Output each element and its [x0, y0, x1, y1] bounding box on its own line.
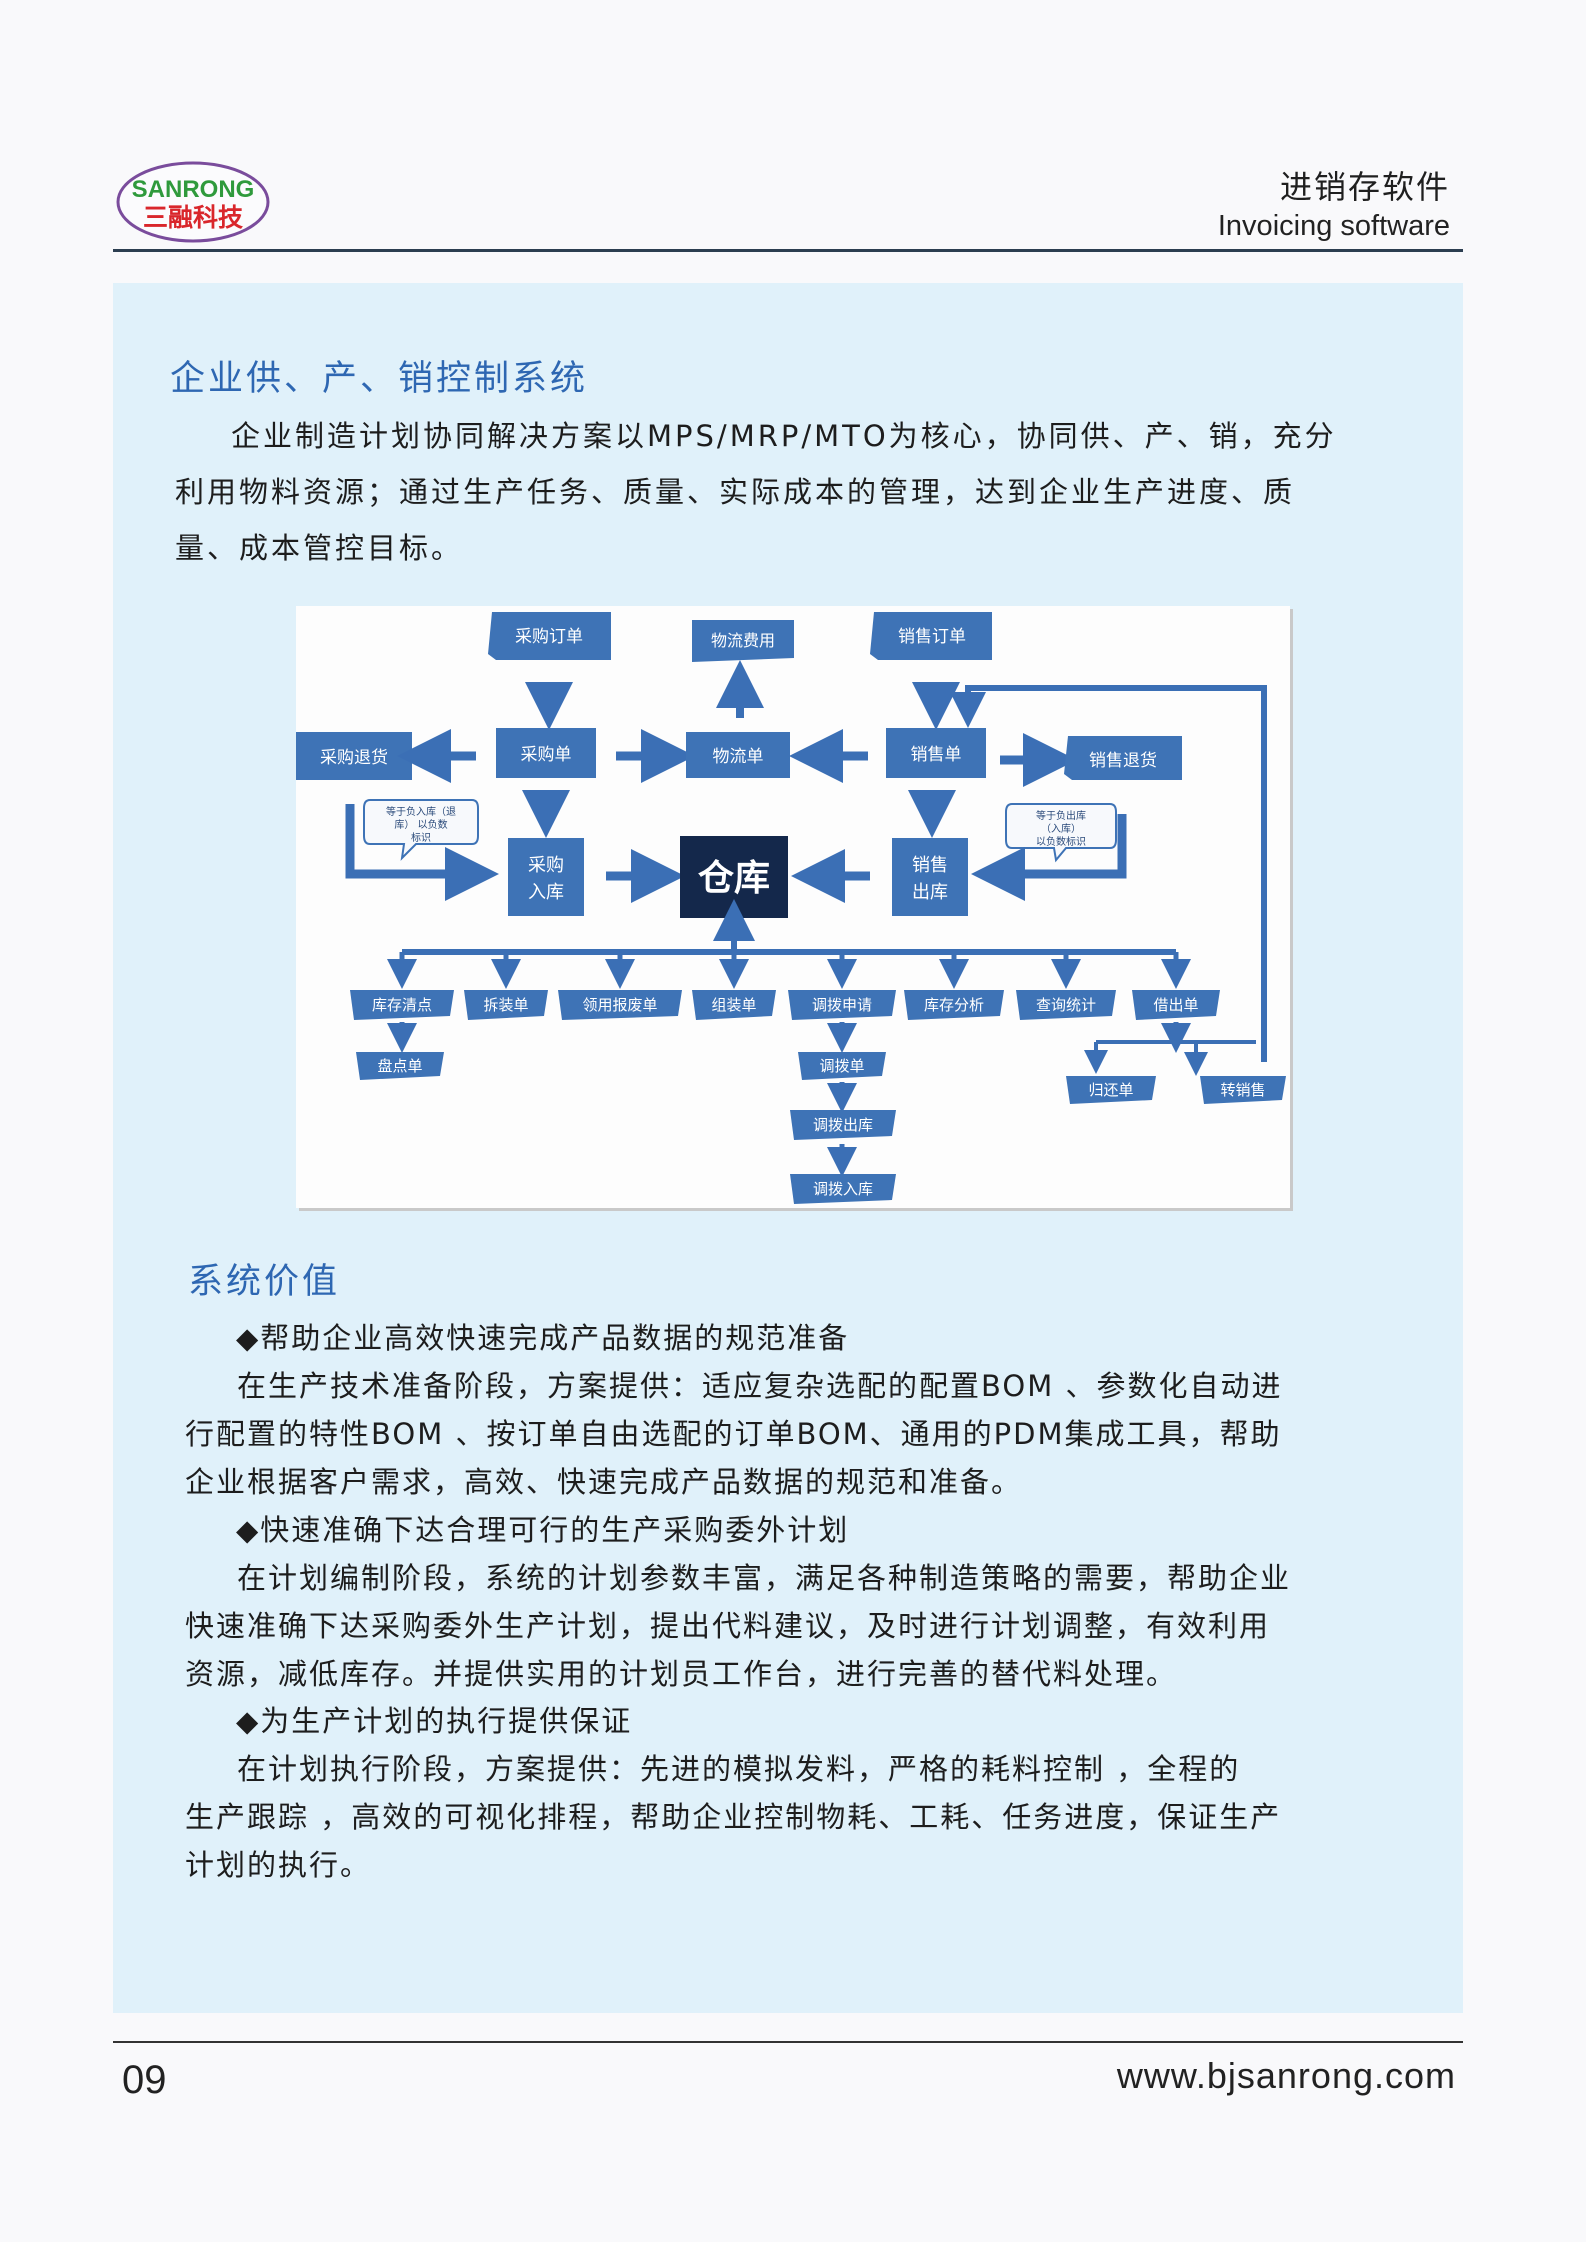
svg-text:出库: 出库 — [912, 882, 948, 903]
header-title-cn: 进销存软件 — [1279, 168, 1450, 206]
svg-text:领用报废单: 领用报废单 — [582, 996, 657, 1014]
svg-text:盘点单: 盘点单 — [377, 1057, 422, 1075]
svg-text:采购订单: 采购订单 — [515, 627, 583, 647]
header-title-en: Invoicing software — [1217, 210, 1450, 242]
svg-text:采购单: 采购单 — [521, 745, 572, 765]
svg-text:组装单: 组装单 — [711, 996, 756, 1014]
svg-text:标识: 标识 — [411, 832, 431, 844]
node-requisition-scrap: 领用报废单 — [558, 990, 682, 1020]
value-item-1-body: 在生产技术准备阶段，方案提供：适应复杂选配的配置BOM 、参数化自动进 行配置的… — [185, 1362, 1375, 1506]
value-item-2-line-3: 资源，减低库存。并提供实用的计划员工作台，进行完善的替代料处理。 — [185, 1657, 1178, 1691]
node-sales-slip: 销售单 — [886, 728, 986, 778]
node-sales-order: 销售订单 — [870, 612, 992, 660]
value-item-3-body: 在计划执行阶段，方案提供：先进的模拟发料，严格的耗料控制 ，全程的 生产跟踪 ，… — [185, 1745, 1375, 1889]
node-logistics-fee: 物流费用 — [692, 620, 794, 662]
node-transfer-slip: 调拨单 — [798, 1052, 886, 1080]
value-item-2-line-2: 快速准确下达采购委外生产计划，提出代料建议，及时进行计划调整，有效利用 — [185, 1609, 1271, 1643]
node-inventory-analysis: 库存分析 — [904, 990, 1004, 1020]
value-item-2-heading: ◆快速准确下达合理可行的生产采购委外计划 — [236, 1513, 850, 1547]
sanrong-logo: SANRONG 三融科技 — [116, 161, 270, 243]
svg-text:销售退货: 销售退货 — [1089, 751, 1157, 771]
svg-text:销售: 销售 — [912, 855, 948, 876]
header-divider — [113, 249, 1463, 252]
node-query-stats: 查询统计 — [1016, 990, 1116, 1020]
svg-text:等于负出库: 等于负出库 — [1036, 809, 1086, 822]
svg-text:采购: 采购 — [528, 855, 564, 876]
svg-text:调拨出库: 调拨出库 — [813, 1116, 873, 1134]
warehouse-flow-diagram: 采购订单 物流费用 销售订单 采购退货 采购单 物流单 销售单 销售退货 — [296, 606, 1290, 1208]
svg-text:调拨申请: 调拨申请 — [812, 996, 872, 1014]
section1-line-2: 利用物料资源；通过生产任务、质量、实际成本的管理，达到企业生产进度、质 — [175, 475, 1296, 509]
node-loan-out: 借出单 — [1132, 990, 1220, 1020]
svg-text:借出单: 借出单 — [1153, 996, 1198, 1014]
node-transfer-sale: 转销售 — [1200, 1076, 1286, 1104]
node-sales-return: 销售退货 — [1064, 736, 1182, 780]
node-purchase-slip: 采购单 — [496, 728, 596, 778]
svg-text:仓库: 仓库 — [698, 857, 770, 899]
svg-text:调拨单: 调拨单 — [819, 1057, 864, 1075]
svg-text:查询统计: 查询统计 — [1036, 996, 1096, 1014]
section1-line-3: 量、成本管控目标。 — [175, 531, 464, 565]
node-transfer-request: 调拨申请 — [788, 990, 896, 1020]
node-return-slip: 归还单 — [1066, 1076, 1156, 1104]
svg-text:销售订单: 销售订单 — [898, 627, 966, 647]
section2-title: 系统价值 — [188, 1262, 341, 1302]
note-negative-out: 等于负出库 （入库） 以负数标识 — [1005, 803, 1117, 863]
svg-text:入库: 入库 — [528, 882, 564, 903]
svg-text:拆装单: 拆装单 — [483, 996, 528, 1014]
svg-text:物流费用: 物流费用 — [711, 631, 775, 650]
logo-cn-text: 三融科技 — [143, 203, 243, 232]
value-item-3-heading: ◆为生产计划的执行提供保证 — [236, 1704, 633, 1738]
svg-text:库存清点: 库存清点 — [372, 996, 432, 1014]
node-purchase-in: 采购 入库 — [508, 838, 584, 916]
value-item-1-line-2: 行配置的特性BOM 、按订单自由选配的订单BOM、通用的PDM集成工具，帮助 — [185, 1417, 1282, 1451]
node-purchase-return: 采购退货 — [296, 732, 412, 780]
svg-text:库存分析: 库存分析 — [924, 996, 984, 1014]
svg-text:库） 以负数: 库） 以负数 — [394, 818, 447, 831]
svg-text:采购退货: 采购退货 — [320, 748, 388, 768]
svg-text:物流单: 物流单 — [713, 747, 764, 767]
section1-line-1: 企业制造计划协同解决方案以MPS/MRP/MTO为核心，协同供、产、销，充分 — [231, 419, 1337, 453]
node-disassembly: 拆装单 — [464, 990, 548, 1020]
node-assembly: 组装单 — [692, 990, 776, 1020]
node-stocktake: 盘点单 — [356, 1052, 444, 1080]
section1-paragraph: 企业制造计划协同解决方案以MPS/MRP/MTO为核心，协同供、产、销，充分 利… — [175, 408, 1405, 576]
svg-text:销售单: 销售单 — [911, 745, 962, 765]
svg-text:转销售: 转销售 — [1220, 1081, 1265, 1099]
footer-divider — [113, 2041, 1463, 2043]
svg-text:以负数标识: 以负数标识 — [1036, 835, 1086, 848]
svg-text:归还单: 归还单 — [1088, 1081, 1133, 1099]
value-item-1-line-1: 在生产技术准备阶段，方案提供：适应复杂选配的配置BOM 、参数化自动进 — [237, 1369, 1283, 1403]
page-number: 09 — [122, 2058, 167, 2102]
value-item-1-heading: ◆帮助企业高效快速完成产品数据的规范准备 — [236, 1321, 850, 1355]
node-warehouse: 仓库 — [680, 836, 788, 918]
node-logistics-slip: 物流单 — [686, 732, 790, 778]
header-title: 进销存软件 Invoicing software — [1218, 165, 1450, 243]
website-url: www.bjsanrong.com — [1116, 2055, 1456, 2096]
logo-en-text: SANRONG — [132, 176, 255, 203]
node-transfer-out: 调拨出库 — [790, 1110, 896, 1140]
value-item-3-line-3: 计划的执行。 — [185, 1848, 372, 1882]
svg-text:调拨入库: 调拨入库 — [813, 1180, 873, 1198]
node-purchase-order: 采购订单 — [488, 612, 611, 660]
note-negative-in: 等于负入库（退 库） 以负数 标识 — [363, 799, 479, 861]
svg-text:（入库）: （入库） — [1041, 822, 1081, 835]
value-item-3-line-1: 在计划执行阶段，方案提供：先进的模拟发料，严格的耗料控制 ，全程的 — [237, 1752, 1241, 1786]
section1-title: 企业供、产、销控制系统 — [170, 359, 589, 399]
value-item-1-line-3: 企业根据客户需求，高效、快速完成产品数据的规范和准备。 — [185, 1465, 1023, 1499]
node-inventory-count: 库存清点 — [350, 990, 454, 1020]
value-item-2-body: 在计划编制阶段，系统的计划参数丰富，满足各种制造策略的需要，帮助企业 快速准确下… — [185, 1554, 1375, 1698]
value-item-2-line-1: 在计划编制阶段，系统的计划参数丰富，满足各种制造策略的需要，帮助企业 — [237, 1561, 1292, 1595]
svg-text:等于负入库（退: 等于负入库（退 — [386, 805, 456, 818]
value-item-3-line-2: 生产跟踪 ，高效的可视化排程，帮助企业控制物耗、工耗、任务进度，保证生产 — [185, 1800, 1282, 1834]
node-transfer-in: 调拨入库 — [790, 1174, 896, 1204]
node-sales-out: 销售 出库 — [892, 838, 968, 916]
